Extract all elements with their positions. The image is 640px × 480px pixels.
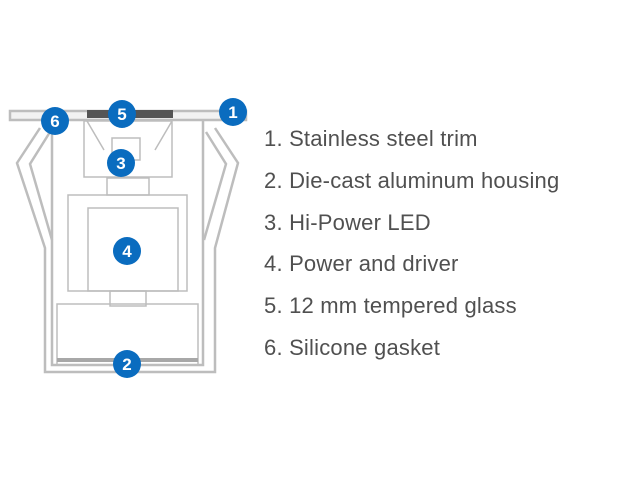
callout-badge-5: 5 (108, 100, 136, 128)
svg-text:5: 5 (117, 105, 126, 124)
svg-text:1: 1 (228, 103, 237, 122)
callout-badge-4: 4 (113, 237, 141, 265)
legend-item: 6. Silicone gasket (264, 334, 441, 360)
legend-item: 5. 12 mm tempered glass (264, 293, 517, 319)
legend-item: 1. Stainless steel trim (264, 126, 478, 151)
svg-text:6: 6 (50, 112, 59, 131)
callout-badge-1: 1 (219, 98, 247, 126)
callout-badge-3: 3 (107, 149, 135, 177)
callout-badge-6: 6 (41, 107, 69, 135)
legend-item: 4. Power and driver (264, 251, 459, 277)
svg-text:3: 3 (116, 154, 125, 173)
svg-text:4: 4 (122, 242, 132, 261)
svg-text:2: 2 (122, 355, 131, 374)
callout-badge-2: 2 (113, 350, 141, 378)
legend-item: 2. Die-cast aluminum housing (264, 167, 560, 193)
legend-item: 3. Hi-Power LED (264, 209, 431, 235)
callout-legend: 1. Stainless steel trim 2. Die-cast alum… (264, 126, 559, 377)
